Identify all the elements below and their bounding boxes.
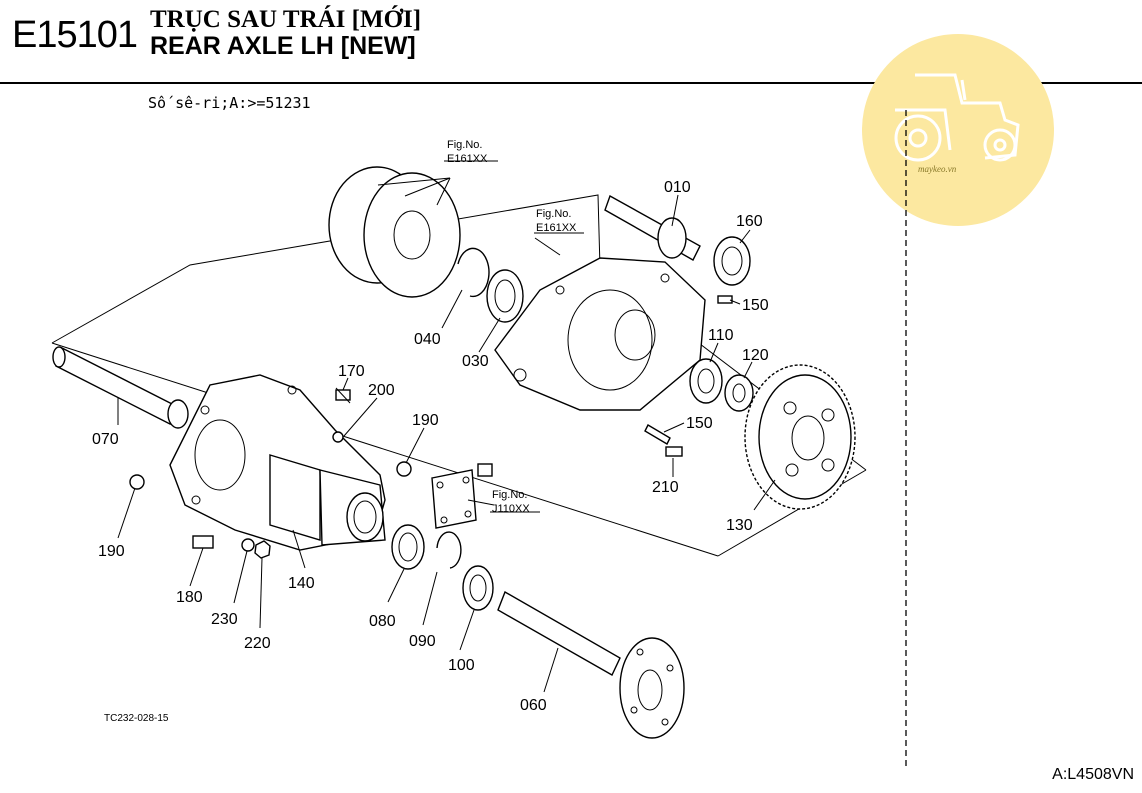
part-230-washer	[241, 538, 255, 552]
plate-bolt	[477, 463, 493, 477]
part-label: 150	[686, 415, 713, 432]
tractor-icon	[894, 73, 1020, 162]
part-label: 190	[412, 412, 439, 429]
watermark-logo: maykeo.vn	[862, 34, 1054, 226]
part-160-bearing	[713, 236, 751, 286]
part-label: 070	[92, 431, 119, 448]
part-label: 220	[244, 635, 271, 652]
fig-ref-e161-lower-line1: Fig.No.	[536, 208, 571, 220]
part-130-gear	[744, 364, 856, 510]
part-label: 040	[414, 331, 441, 348]
part-120-nut	[724, 374, 754, 412]
bearing-group-lower	[391, 524, 494, 611]
fig-ref-j110-line1: Fig.No.	[492, 489, 527, 501]
leader-lines	[117, 160, 776, 693]
footer-code: A:L4508VN	[1052, 766, 1134, 783]
part-label: 190	[98, 543, 125, 560]
part-label: 030	[462, 353, 489, 370]
header-rule	[0, 82, 1142, 84]
part-170-bolt	[335, 387, 351, 404]
part-060-axle	[497, 590, 685, 739]
part-label: 160	[736, 213, 763, 230]
title-vietnamese: TRỤC SAU TRÁI [MỚI]	[150, 6, 422, 33]
part-label: 210	[652, 479, 679, 496]
part-label: 120	[742, 347, 769, 364]
part-190-plug-top	[396, 461, 412, 477]
part-030-bearing	[486, 269, 524, 323]
part-label: 090	[409, 633, 436, 650]
diagram-code: E15101	[12, 14, 138, 56]
part-label: 150	[742, 297, 769, 314]
watermark-text: maykeo.vn	[918, 164, 957, 174]
part-150-pin-upper	[717, 295, 733, 304]
part-label: 130	[726, 517, 753, 534]
fig-ref-e161-upper-line2: E161XX	[447, 153, 488, 165]
part-200-washer	[332, 431, 344, 443]
part-010-shaft	[604, 194, 701, 261]
part-label: 010	[664, 179, 691, 196]
part-label: 080	[369, 613, 396, 630]
serial-note: Số sê-ri;A:>=51231	[148, 94, 311, 112]
part-110-bearing	[689, 358, 723, 404]
part-150-pin-lower	[644, 424, 671, 445]
gear-case	[494, 257, 706, 411]
fig-ref-e161-upper-line1: Fig.No.	[447, 139, 482, 151]
part-label: 230	[211, 611, 238, 628]
part-label: 180	[176, 589, 203, 606]
part-090-snap-ring	[436, 531, 462, 569]
part-label: 200	[368, 382, 395, 399]
part-label: 060	[520, 697, 547, 714]
part-040-discs	[328, 166, 490, 298]
title-english: REAR AXLE LH [NEW]	[150, 32, 416, 60]
part-070-tube	[52, 346, 189, 429]
part-label: 100	[448, 657, 475, 674]
part-220-nut	[254, 540, 271, 559]
fig-ref-e161-lower-line2: E161XX	[536, 222, 577, 234]
drawing-code: TC232-028-15	[104, 713, 169, 724]
part-label: 170	[338, 363, 365, 380]
part-180-bolt	[192, 535, 214, 549]
part-210-stud	[665, 446, 683, 457]
part-label: 110	[708, 327, 734, 344]
watermark-circle	[862, 34, 1054, 226]
part-080-bearing	[391, 524, 425, 570]
fig-ref-j110-line2: J110XX	[492, 503, 530, 515]
part-190-plug-left	[129, 474, 145, 490]
part-140-housing	[169, 374, 386, 551]
part-label: 140	[288, 575, 315, 592]
cover-plate	[431, 463, 493, 529]
fasteners	[129, 387, 412, 559]
part-100-bearing	[462, 565, 494, 611]
